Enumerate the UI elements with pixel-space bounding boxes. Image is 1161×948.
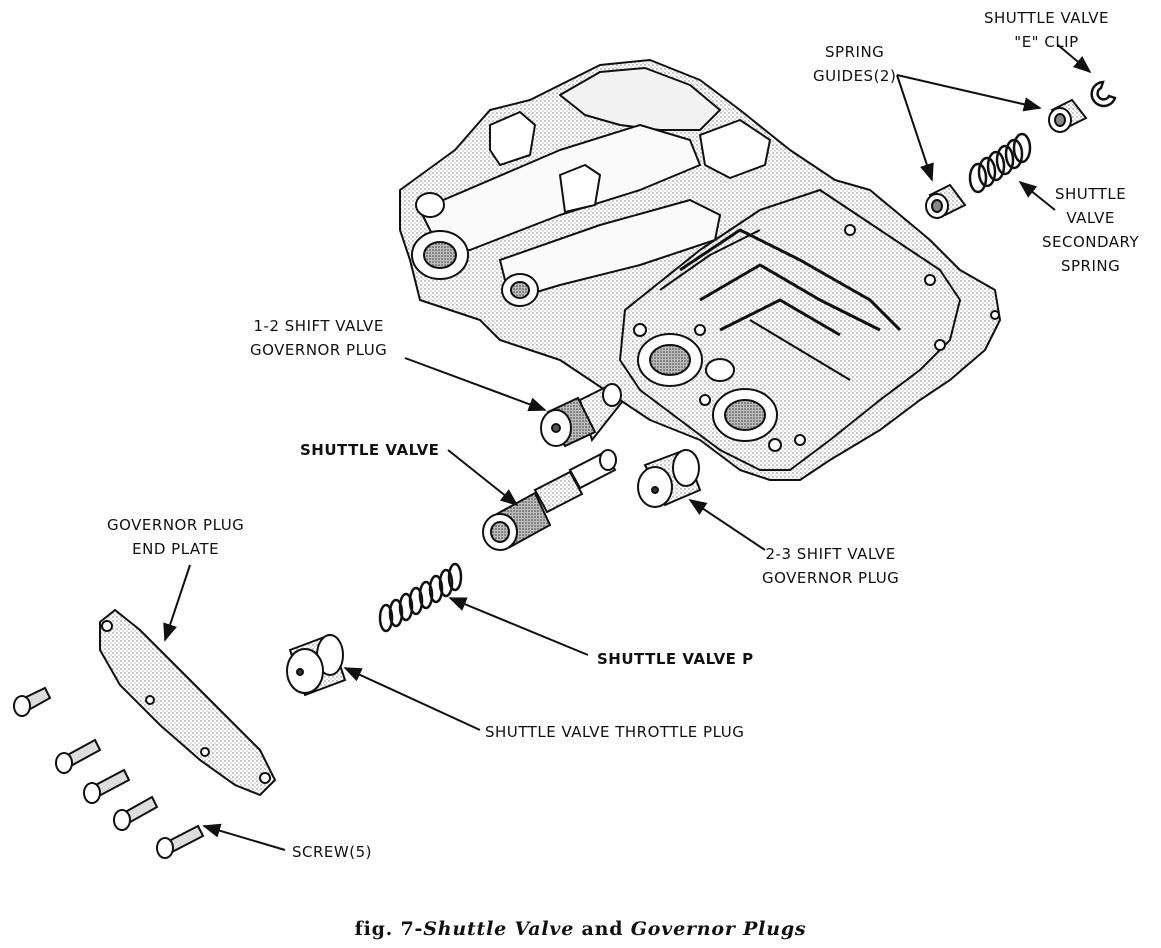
label-screw: SCREW(5): [292, 843, 372, 861]
caption-part2: Governor Plugs: [630, 918, 807, 940]
label-shift-23-governor-plug: 2-3 SHIFT VALVE GOVERNOR PLUG: [762, 545, 900, 587]
figure-caption: fig. 7-Shuttle Valve and Governor Plugs: [0, 918, 1161, 940]
spring-guide-upper: [1048, 98, 1088, 133]
screw-1: [13, 686, 52, 717]
spring-guide-lower: [925, 183, 967, 219]
shuttle-valve-spring: [378, 562, 463, 633]
shift-12-governor-plug-part: [540, 383, 624, 448]
label-shuttle-valve-p: SHUTTLE VALVE P: [597, 650, 754, 668]
screw-5: [156, 824, 205, 859]
screw-3: [83, 768, 131, 804]
label-shuttle-valve: SHUTTLE VALVE: [300, 441, 440, 459]
end-plate: [99, 608, 277, 797]
screw-4: [113, 795, 159, 831]
label-governor-plug-end-plate: GOVERNOR PLUG END PLATE: [107, 516, 245, 558]
label-spring-guides: SPRING GUIDES(2): [813, 43, 897, 85]
shift-23-governor-plug-part: [637, 448, 702, 508]
secondary-spring: [968, 132, 1032, 194]
label-shuttle-valve-throttle-plug: SHUTTLE VALVE THROTTLE PLUG: [485, 723, 745, 741]
leader-lines: [163, 44, 1092, 851]
screw-2: [55, 738, 102, 774]
e-clip: [1090, 80, 1117, 108]
valve-body: [399, 59, 1001, 481]
caption-part1: Shuttle Valve: [423, 918, 575, 940]
label-shuttle-valve-secondary-spring: SHUTTLE VALVE SECONDARY SPRING: [1042, 185, 1140, 275]
throttle-plug-part: [286, 633, 347, 697]
label-shift-12-governor-plug: 1-2 SHIFT VALVE GOVERNOR PLUG: [250, 317, 388, 359]
label-shuttle-valve-e-clip: SHUTTLE VALVE "E" CLIP: [984, 9, 1109, 51]
caption-middle: and: [574, 918, 631, 940]
caption-prefix: fig. 7-: [354, 918, 424, 940]
shuttle-valve-part: [482, 449, 617, 551]
